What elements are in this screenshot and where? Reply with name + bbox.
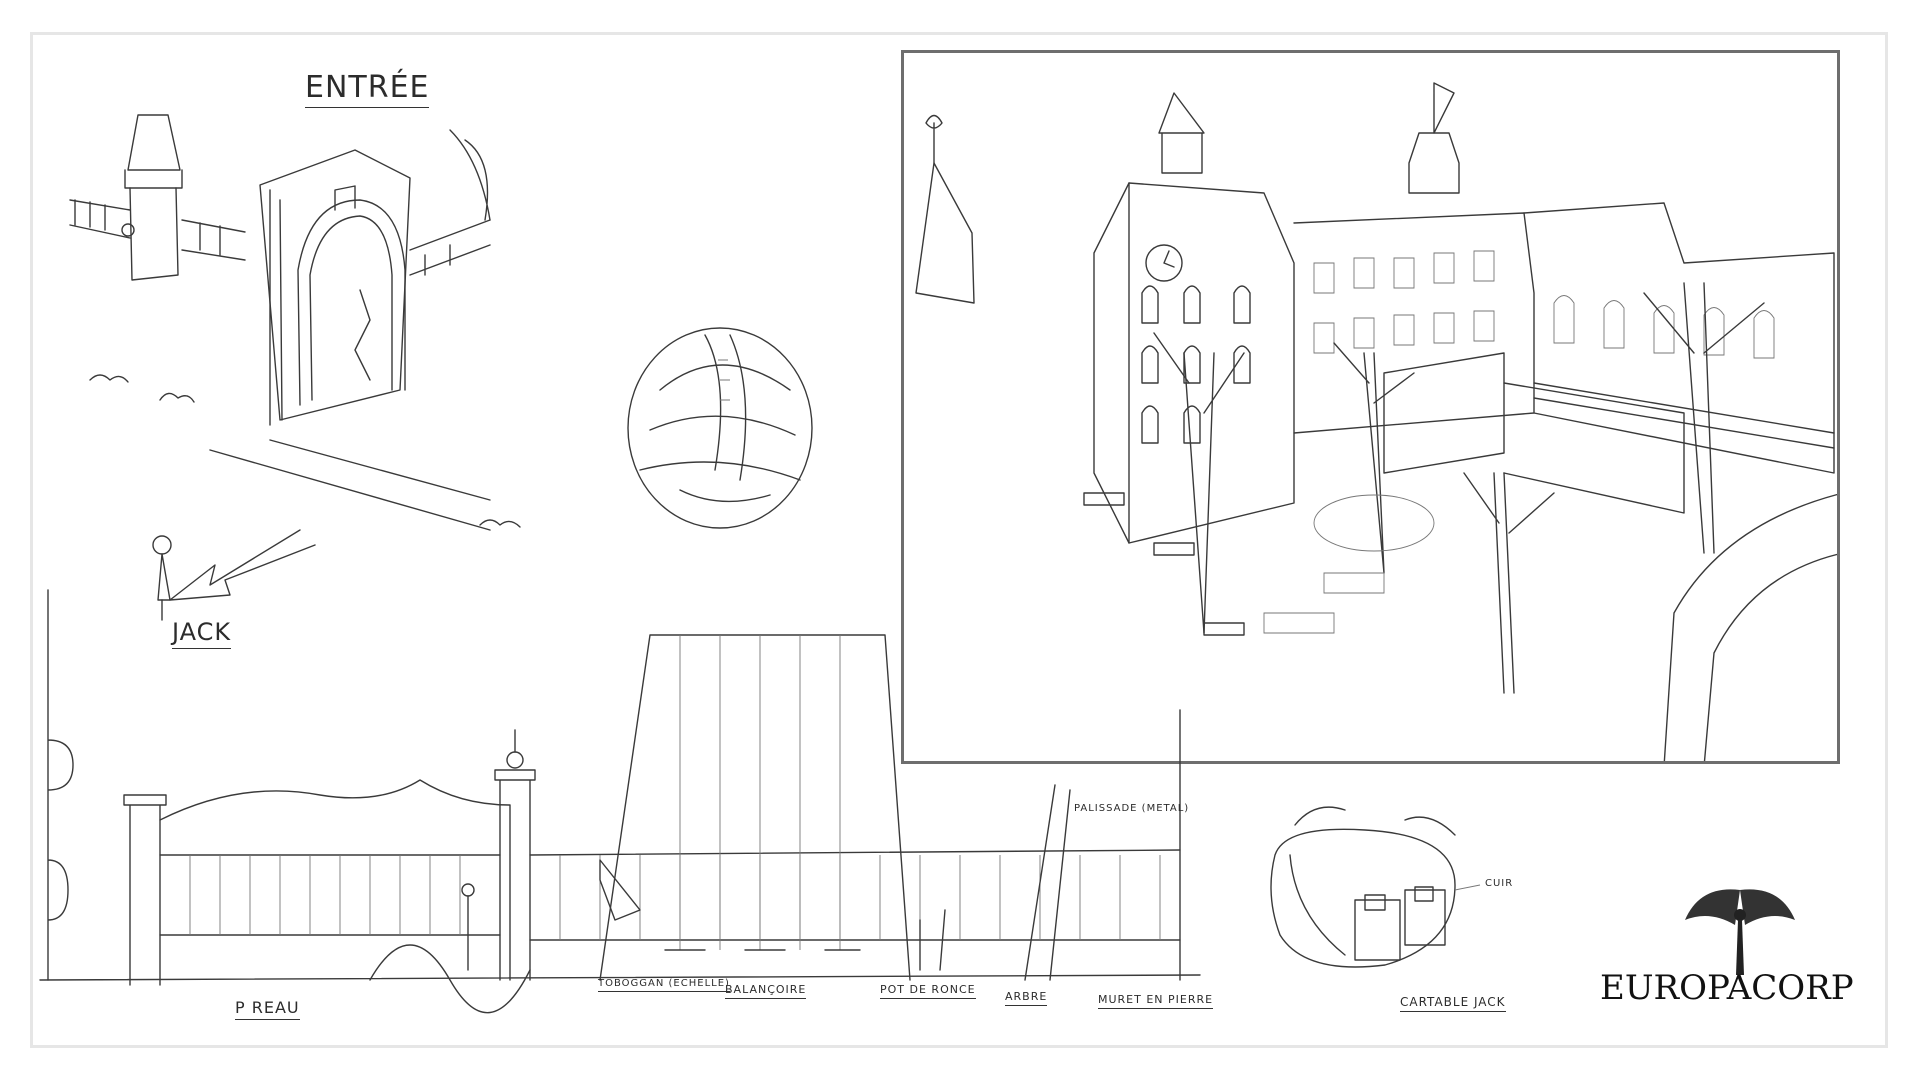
elevation-drawing: [40, 580, 1200, 1040]
satchel-sketch: [1255, 795, 1495, 985]
winged-figure-icon: [1685, 889, 1795, 975]
jack-label: JACK: [172, 618, 232, 649]
preau-label: P REAU: [235, 998, 300, 1020]
football-sketch: [620, 320, 820, 540]
balancoire-label: BALANÇOIRE: [725, 983, 807, 999]
cuir-label: CUIR: [1485, 878, 1514, 889]
entrance-gate-drawing: [70, 60, 600, 620]
pot-de-ronce-label: POT DE RONCE: [880, 983, 976, 999]
europacorp-logo: EUROPACORP: [1600, 880, 1880, 1030]
europacorp-wordmark: EUROPACORP: [1600, 968, 1854, 1008]
football-drawing: [620, 320, 820, 540]
entree-label: ENTRÉE: [305, 70, 430, 108]
toboggan-label: TOBOGGAN (ECHELLE): [598, 978, 730, 992]
sheet-frame: [30, 32, 1888, 1048]
cartable-jack-label: CARTABLE JACK: [1400, 995, 1506, 1012]
palissade-label: PALISSADE (METAL): [1074, 803, 1190, 814]
entrance-gate-sketch: [70, 60, 600, 620]
schoolyard-elevation-sketch: [40, 580, 1200, 1040]
muret-en-pierre-label: MURET EN PIERRE: [1098, 993, 1214, 1009]
satchel-drawing: [1255, 795, 1495, 985]
courtyard-drawing: [904, 53, 1840, 764]
arbre-label: ARBRE: [1005, 990, 1048, 1006]
courtyard-illustration-panel: [901, 50, 1840, 764]
